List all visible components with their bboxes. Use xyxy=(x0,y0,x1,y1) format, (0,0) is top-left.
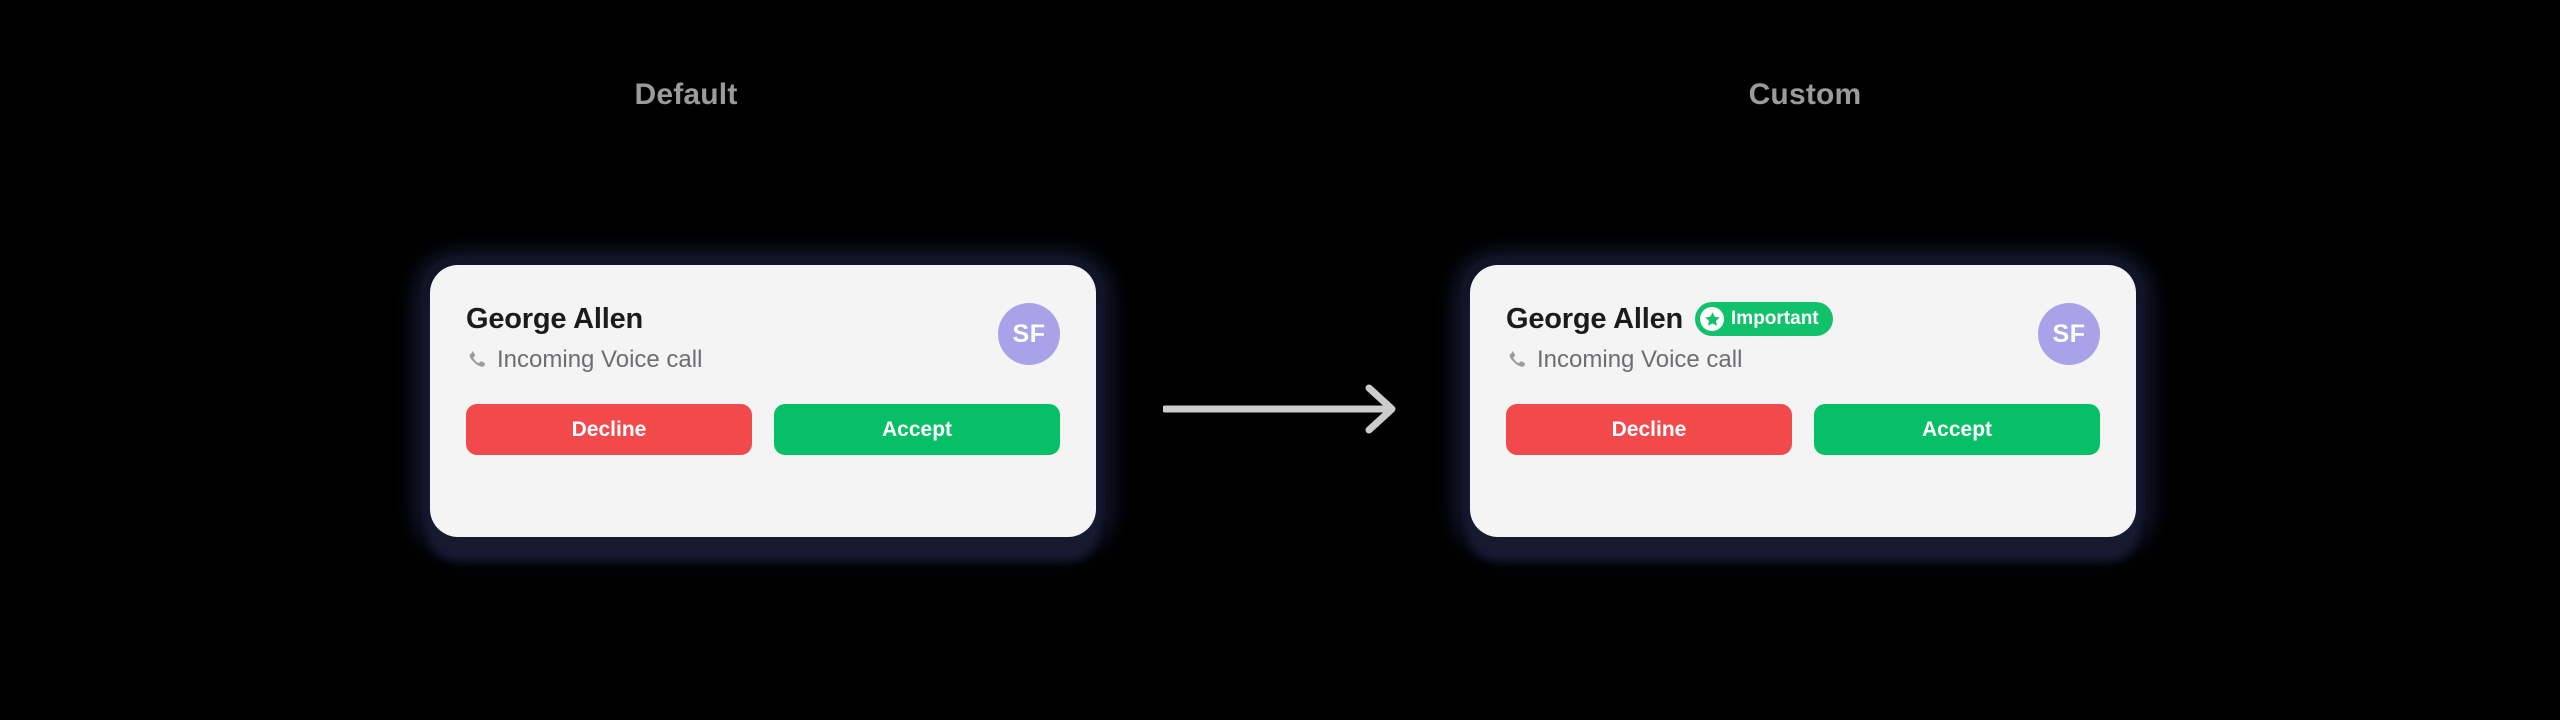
avatar[interactable]: SF xyxy=(2038,303,2100,365)
custom-card-wrapper: George Allen Important xyxy=(1470,265,2136,537)
arrow-right-icon xyxy=(1161,383,1408,435)
call-status-text: Incoming Voice call xyxy=(497,346,703,373)
accept-button[interactable]: Accept xyxy=(1814,404,2100,455)
star-icon xyxy=(1700,307,1725,331)
card-actions: Decline Accept xyxy=(466,404,1060,455)
call-notification-card-default[interactable]: George Allen Incoming Voice call SF Decl… xyxy=(430,265,1096,537)
phone-icon xyxy=(466,349,488,371)
column-caption-custom: Custom xyxy=(1748,78,1862,111)
default-card-wrapper: George Allen Incoming Voice call SF Decl… xyxy=(430,265,1096,537)
accept-button[interactable]: Accept xyxy=(774,404,1060,455)
card-actions: Decline Accept xyxy=(1506,404,2100,455)
contact-name-row: George Allen xyxy=(466,301,702,337)
status-badge-label: Important xyxy=(1731,308,1819,329)
card-header-text: George Allen Important xyxy=(1506,301,1833,374)
phone-icon xyxy=(1506,349,1528,371)
contact-name: George Allen xyxy=(1506,303,1684,335)
contact-name: George Allen xyxy=(466,303,644,335)
card-header-text: George Allen Incoming Voice call xyxy=(466,301,702,374)
call-status-row: Incoming Voice call xyxy=(1506,346,1833,374)
decline-button[interactable]: Decline xyxy=(1506,404,1792,455)
call-status-text: Incoming Voice call xyxy=(1537,346,1743,373)
contact-name-row: George Allen Important xyxy=(1506,301,1833,337)
card-header: George Allen Important xyxy=(1506,301,2100,374)
avatar[interactable]: SF xyxy=(998,303,1060,365)
decline-button[interactable]: Decline xyxy=(466,404,752,455)
call-notification-card-custom[interactable]: George Allen Important xyxy=(1470,265,2136,537)
call-status-row: Incoming Voice call xyxy=(466,346,702,374)
column-caption-default: Default xyxy=(634,78,738,111)
card-header: George Allen Incoming Voice call SF xyxy=(466,301,1060,374)
status-badge-important[interactable]: Important xyxy=(1695,302,1833,336)
